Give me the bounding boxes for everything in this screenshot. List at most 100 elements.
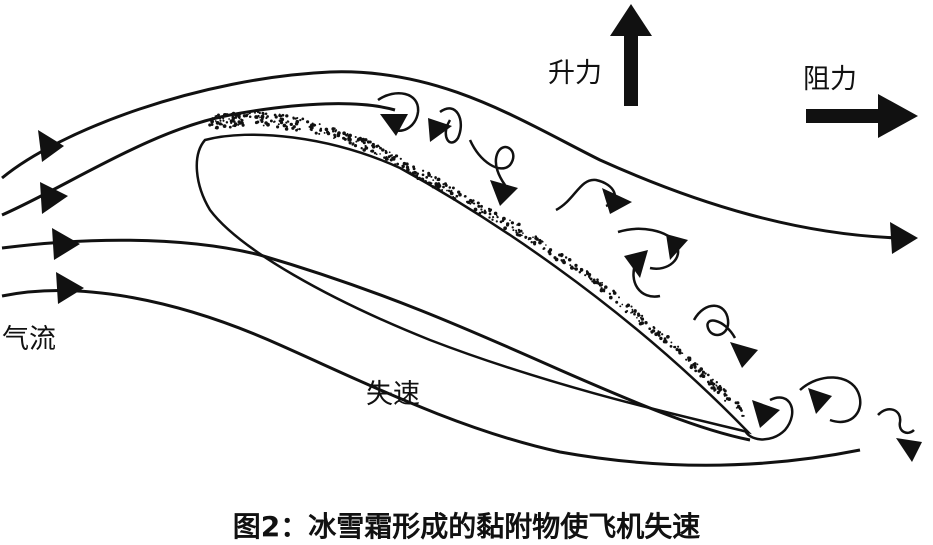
- ice-particle: [342, 136, 346, 140]
- ice-particle: [222, 124, 227, 128]
- ice-particle: [218, 122, 222, 126]
- ice-particle: [631, 308, 634, 311]
- ice-particle: [517, 228, 521, 232]
- ice-particle: [228, 118, 230, 120]
- ice-particle: [495, 220, 498, 223]
- ice-particle: [285, 125, 288, 128]
- ice-particle: [422, 178, 425, 180]
- ice-particle: [323, 131, 326, 134]
- ice-particle: [446, 189, 448, 192]
- ice-particle: [477, 204, 481, 208]
- ice-particle: [299, 118, 302, 122]
- ice-particle: [358, 136, 362, 140]
- ice-particle: [492, 216, 495, 219]
- ice-particle: [473, 207, 478, 212]
- ice-particle: [633, 310, 637, 313]
- ice-particle: [257, 114, 260, 118]
- ice-particle: [319, 128, 323, 132]
- ice-particle: [395, 154, 399, 158]
- ice-particle: [259, 116, 261, 119]
- ice-particle: [516, 224, 518, 226]
- ice-particle: [633, 312, 636, 316]
- ice-particle: [349, 142, 352, 145]
- ice-particle: [690, 364, 693, 367]
- ice-particle: [669, 345, 673, 348]
- ice-particle: [337, 131, 341, 135]
- ice-particle: [608, 292, 612, 295]
- ice-particle: [421, 169, 425, 172]
- ice-particle: [364, 144, 367, 148]
- ice-particle: [348, 133, 352, 138]
- ice-particle: [313, 123, 317, 127]
- ice-particle: [584, 274, 587, 277]
- ice-particle: [672, 346, 675, 348]
- ice-particle: [599, 288, 604, 293]
- ice-particle: [457, 190, 461, 194]
- arrow-head-3: [52, 228, 80, 260]
- ice-particle: [715, 384, 718, 387]
- stall-label: 失速: [366, 379, 420, 410]
- ice-particle: [599, 284, 603, 287]
- ice-particle: [506, 222, 510, 226]
- ice-particle: [361, 137, 366, 142]
- ice-particle: [549, 248, 552, 252]
- eddy-arrowheads: [380, 114, 922, 462]
- ice-particle: [449, 190, 452, 193]
- ice-particle: [237, 123, 240, 126]
- ice-particle: [512, 229, 515, 232]
- ice-particle: [619, 305, 622, 308]
- ice-particle: [430, 175, 433, 178]
- ice-particle: [601, 281, 604, 284]
- ice-particle: [301, 117, 305, 121]
- ice-particle: [238, 117, 241, 120]
- ice-particle: [254, 115, 258, 119]
- ice-particle: [279, 120, 284, 125]
- ice-particle: [264, 112, 268, 116]
- ice-particle: [425, 176, 429, 179]
- ice-particle: [399, 157, 402, 160]
- ice-particle: [333, 137, 335, 140]
- ice-particle: [621, 303, 624, 306]
- drag-label: 阻力: [803, 64, 857, 95]
- ice-particle: [427, 171, 431, 175]
- ice-particle: [604, 285, 608, 289]
- ice-particle: [217, 113, 220, 117]
- ice-particle: [407, 171, 410, 174]
- ice-particle: [521, 234, 523, 237]
- ice-particle: [740, 409, 743, 412]
- ice-particle: [540, 240, 543, 243]
- ice-particle: [522, 232, 524, 234]
- streamlines: [1, 70, 901, 467]
- ice-particle: [676, 348, 678, 351]
- ice-particle: [615, 300, 619, 304]
- ice-particle: [480, 204, 483, 208]
- ice-particle: [478, 211, 482, 215]
- ice-particle: [258, 111, 261, 115]
- ice-particle: [366, 146, 369, 149]
- ice-particle: [368, 140, 372, 144]
- ice-particle: [630, 305, 633, 308]
- ice-particle: [664, 340, 668, 344]
- ice-particle: [567, 258, 572, 262]
- ice-particle: [261, 111, 265, 115]
- ice-particle: [693, 362, 697, 366]
- ice-particle: [710, 386, 714, 390]
- ice-particle: [225, 121, 229, 124]
- ice-particle: [393, 163, 397, 166]
- ice-particle: [422, 179, 425, 182]
- ice-particle: [234, 116, 238, 119]
- ice-particle: [712, 382, 716, 386]
- ice-particle: [488, 209, 492, 213]
- ice-particle: [216, 125, 219, 128]
- ice-particle: [560, 254, 563, 258]
- ice-particle: [687, 358, 691, 361]
- ice-particle: [509, 219, 511, 222]
- ice-particle: [351, 143, 354, 146]
- ice-particle: [269, 119, 273, 123]
- ice-particle: [701, 370, 705, 374]
- streamline-2: [1, 102, 396, 217]
- ice-particle: [260, 114, 265, 119]
- ice-particle: [384, 149, 387, 153]
- ice-particle: [518, 233, 522, 237]
- ice-particle: [284, 127, 289, 131]
